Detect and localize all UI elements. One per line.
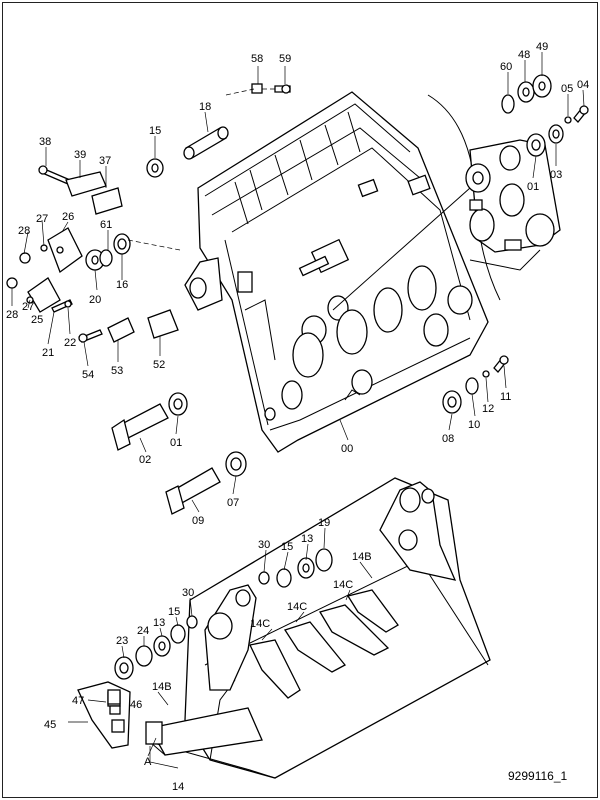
label-28-top: 28	[18, 225, 30, 237]
leader-lines	[11, 52, 585, 769]
main-frame-drawing	[184, 91, 489, 453]
label-58: 58	[251, 53, 263, 65]
label-48: 48	[518, 49, 530, 61]
label-01-right: 01	[527, 181, 539, 193]
label-39: 39	[74, 149, 86, 161]
label-25: 25	[31, 314, 43, 326]
label-23: 23	[116, 635, 128, 647]
label-49: 49	[536, 41, 548, 53]
label-13-left: 13	[153, 617, 165, 629]
label-09: 09	[192, 515, 204, 527]
label-19: 19	[318, 517, 330, 529]
label-38: 38	[39, 136, 51, 148]
label-10: 10	[468, 419, 480, 431]
label-52: 52	[153, 359, 165, 371]
label-14C-middle: 14C	[287, 601, 307, 613]
label-07: 07	[227, 497, 239, 509]
label-14B-bottom: 14B	[152, 681, 172, 693]
label-14: 14	[172, 781, 184, 793]
label-15-left: 15	[168, 606, 180, 618]
label-14B-top: 14B	[352, 551, 372, 563]
label-00: 00	[341, 443, 353, 455]
label-01-left: 01	[170, 437, 182, 449]
view-marker-a: A	[144, 756, 152, 768]
label-20: 20	[89, 294, 101, 306]
label-11: 11	[500, 391, 511, 403]
label-45: 45	[44, 719, 56, 731]
label-12: 12	[482, 403, 494, 415]
label-16: 16	[116, 279, 128, 291]
label-61: 61	[100, 219, 112, 231]
label-47: 47	[72, 695, 84, 707]
label-15-right: 15	[281, 541, 293, 553]
label-02: 02	[139, 454, 151, 466]
label-18: 18	[199, 101, 211, 113]
label-24: 24	[137, 625, 149, 637]
label-28-bottom: 28	[6, 309, 18, 321]
label-15-top: 15	[149, 125, 161, 137]
label-46: 46	[130, 699, 142, 711]
label-60: 60	[500, 61, 512, 73]
label-22: 22	[64, 337, 76, 349]
label-03: 03	[550, 169, 562, 181]
label-14C-right: 14C	[333, 579, 353, 591]
detail-inset-drawing	[332, 94, 561, 311]
label-08: 08	[442, 433, 454, 445]
label-21: 21	[42, 347, 54, 359]
bucket-drawing	[77, 477, 491, 779]
label-13-right: 13	[301, 533, 313, 545]
label-54: 54	[82, 369, 94, 381]
label-05: 05	[561, 83, 573, 95]
label-59: 59	[279, 53, 291, 65]
loose-parts-drawing	[6, 74, 589, 715]
label-27-bottom: 27	[22, 301, 34, 313]
label-53: 53	[111, 365, 123, 377]
label-26: 26	[62, 211, 74, 223]
label-30-top: 30	[258, 539, 270, 551]
label-37: 37	[99, 155, 111, 167]
label-27-top: 27	[36, 213, 48, 225]
drawing-reference-number: 9299116_1	[508, 769, 568, 783]
part-labels: 58 59 18 15 38 39 37 27 26 28 61 27 28 2…	[6, 41, 589, 793]
label-04: 04	[577, 79, 589, 91]
label-30-left: 30	[182, 587, 194, 599]
label-14C-left: 14C	[250, 618, 270, 630]
